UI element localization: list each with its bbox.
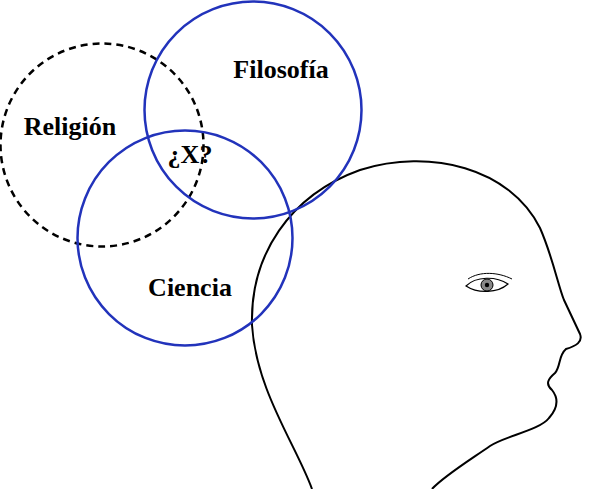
circle-shape [145, 2, 362, 219]
intersection-label: ¿X? [168, 142, 213, 168]
circle-label: Filosofía [233, 57, 328, 83]
circle-outline [143, 0, 363, 220]
eye-symbol [466, 273, 512, 291]
head-profile [252, 161, 581, 489]
venn-circle: Filosofía [143, 0, 363, 220]
circle-label: Ciencia [148, 275, 232, 301]
circle-label: Religión [24, 114, 116, 140]
circle-shape [78, 131, 293, 346]
